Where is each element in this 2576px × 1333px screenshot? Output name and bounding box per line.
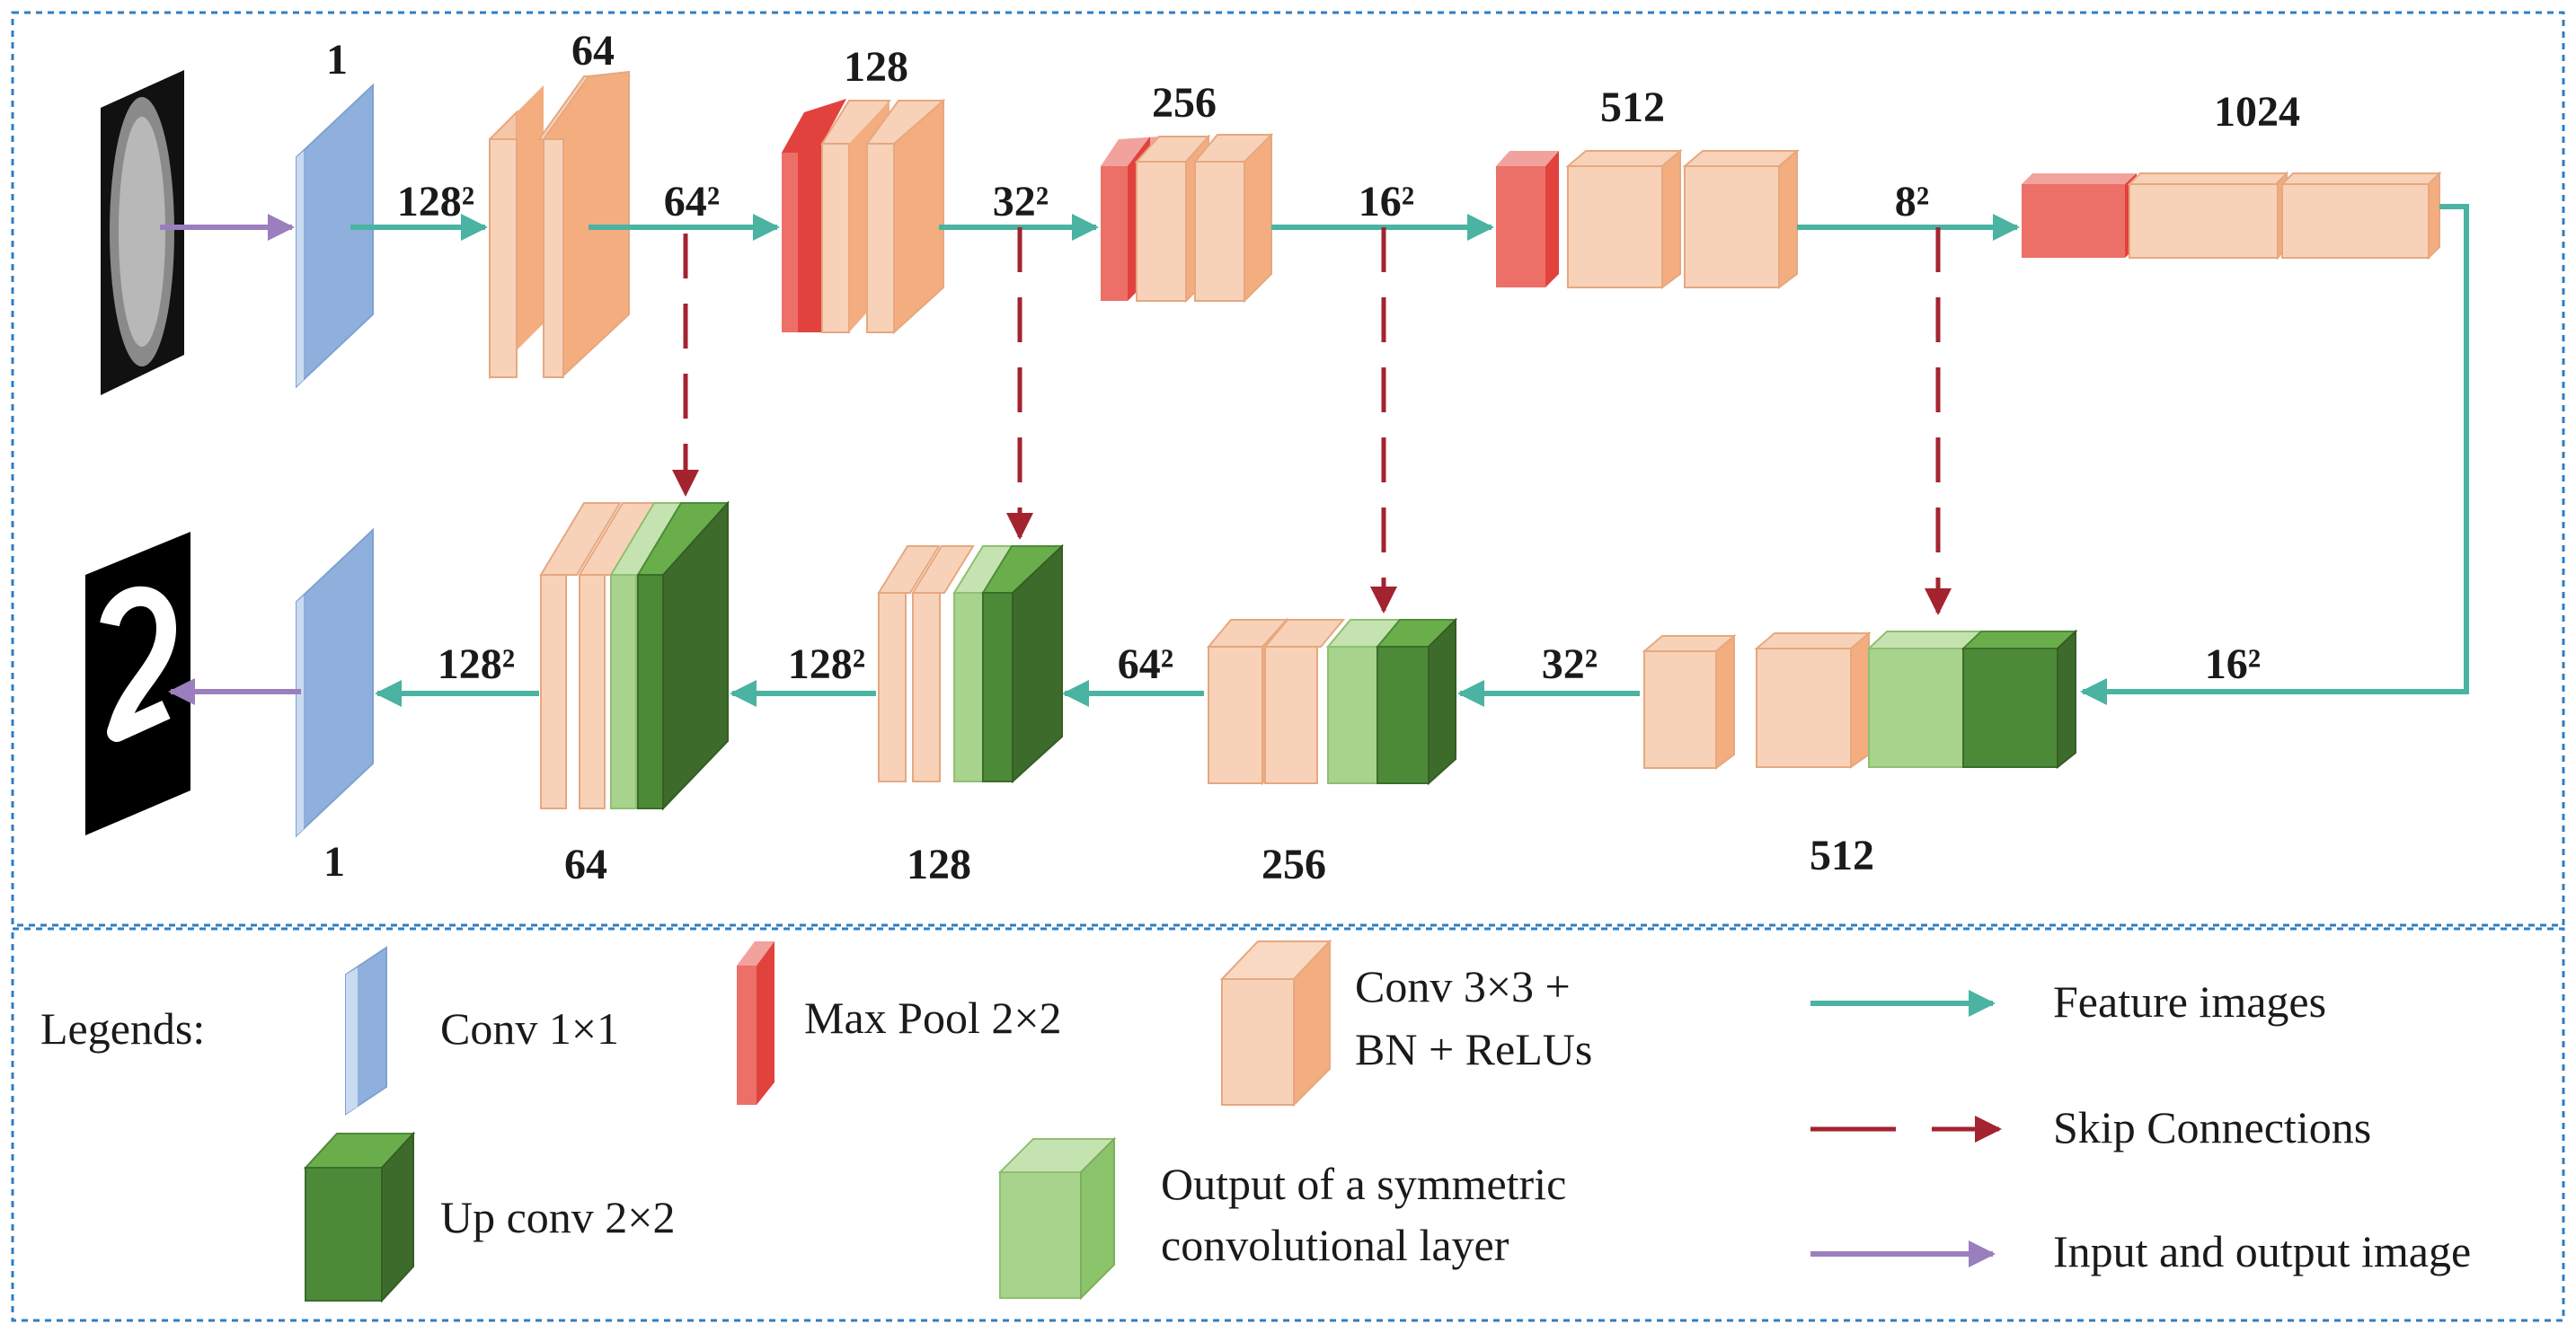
skip-arrows	[672, 227, 1952, 615]
encoder-channel-labels: 1 64 128 256 512 1024	[326, 27, 2300, 136]
dec-channel-64: 64	[564, 841, 607, 888]
legend-symmetric-label-2: convolutional layer	[1161, 1220, 1509, 1270]
io-arrows	[160, 214, 301, 705]
legend-maxpool-swatch	[737, 941, 775, 1105]
legend-maxpool-label: Max Pool 2×2	[804, 993, 1062, 1043]
legend-conv3x3-label-2: BN + ReLUs	[1355, 1024, 1592, 1074]
digit-two-glyph	[100, 586, 176, 742]
legend-title: Legends:	[40, 1003, 205, 1054]
enc-channel-1024: 1024	[2214, 88, 2300, 136]
dec-size-128-b: 128²	[788, 640, 865, 688]
legend-skip-label: Skip Connections	[2053, 1102, 2371, 1152]
enc-channel-128: 128	[844, 43, 908, 91]
dec-size-32: 32²	[1542, 640, 1598, 688]
legend-io-label: Input and output image	[2053, 1226, 2471, 1276]
decoder-block-64	[539, 500, 730, 811]
legend-frame	[11, 927, 2565, 1322]
dec-size-128-a: 128²	[438, 640, 515, 688]
feature-arrows	[350, 204, 2469, 707]
enc-channel-64: 64	[571, 27, 615, 75]
output-image	[85, 532, 190, 835]
input-image	[101, 70, 184, 395]
legend-symmetric-label-1: Output of a symmetric	[1161, 1159, 1566, 1209]
dec-channel-512: 512	[1810, 832, 1874, 879]
legend-symmetric-swatch	[997, 1136, 1117, 1301]
legend-conv3x3-swatch	[1219, 939, 1332, 1108]
enc-channel-512: 512	[1600, 84, 1665, 131]
decoder-block-256	[1206, 617, 1458, 786]
decoder-block-128	[877, 543, 1064, 784]
enc-size-8: 8²	[1895, 178, 1929, 225]
dec-channel-128: 128	[907, 841, 971, 888]
enc-size-64: 64²	[664, 178, 720, 225]
encoder-conv1x1	[296, 83, 374, 389]
encoder-block-1024	[2022, 171, 2442, 260]
legend-feature-label: Feature images	[2053, 976, 2326, 1027]
enc-size-16: 16²	[1359, 178, 1414, 225]
encoder-size-labels: 128² 64² 32² 16² 8²	[397, 178, 1929, 225]
enc-size-32: 32²	[993, 178, 1049, 225]
legend-upconv-swatch	[303, 1131, 416, 1303]
encoder-block-256	[1101, 132, 1274, 304]
legend-conv3x3-label-1: Conv 3×3 +	[1355, 961, 1571, 1011]
encoder-block-64	[489, 70, 631, 380]
decoder-block-512	[1642, 629, 2078, 770]
decoder-conv1x1	[296, 527, 374, 838]
enc-size-128: 128²	[397, 178, 474, 225]
decoder-channel-labels: 1 64 128 256 512	[323, 832, 1874, 888]
legend-upconv-label: Up conv 2×2	[440, 1192, 676, 1242]
dec-size-16: 16²	[2205, 640, 2261, 688]
legend-conv1x1-swatch	[345, 946, 387, 1116]
legend-conv1x1-label: Conv 1×1	[440, 1003, 619, 1054]
dec-channel-1: 1	[323, 838, 345, 886]
encoder-block-512	[1496, 148, 1800, 289]
dec-size-64: 64²	[1118, 640, 1173, 688]
dec-channel-256: 256	[1261, 841, 1326, 888]
decoder-size-labels: 128² 128² 64² 32² 16²	[438, 640, 2261, 688]
legend: Legends: Conv 1×1 Max Pool 2×2 Conv 3×3 …	[40, 939, 2471, 1303]
encoder-block-128	[782, 98, 945, 335]
enc-channel-256: 256	[1152, 79, 1217, 127]
diagram-frame	[11, 11, 2565, 927]
enc-channel-1: 1	[326, 36, 348, 84]
